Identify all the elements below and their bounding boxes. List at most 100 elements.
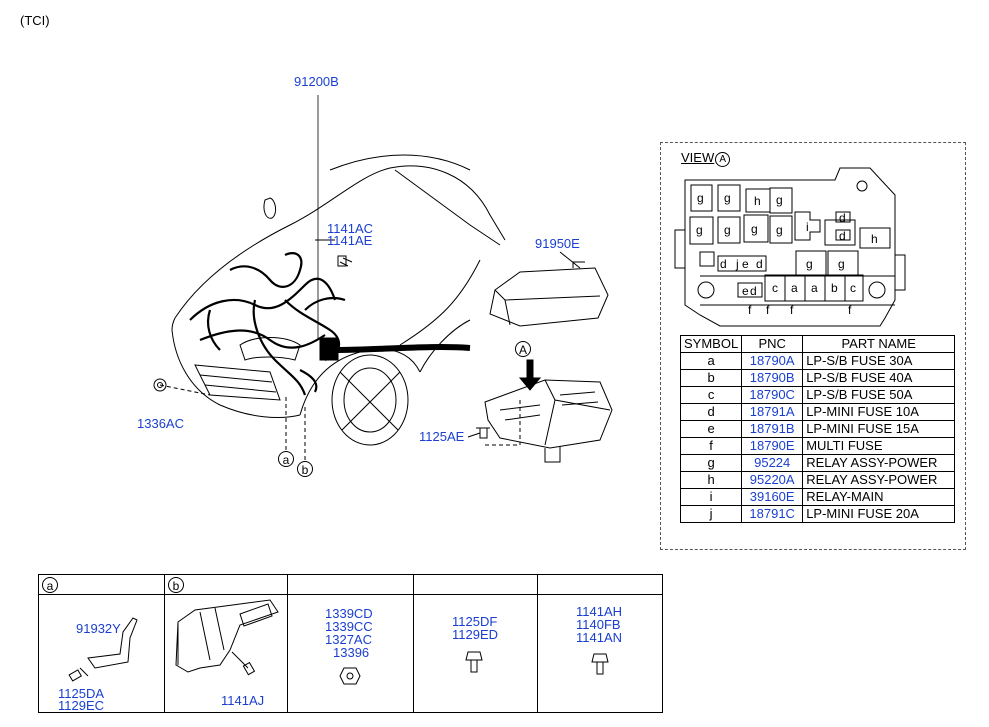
label-13396: 13396: [333, 645, 370, 660]
legend-pnc: 95220A: [741, 471, 804, 489]
svg-text:h: h: [871, 232, 878, 246]
svg-text:g: g: [776, 193, 783, 207]
svg-text:c: c: [850, 281, 856, 295]
parts-cell-5: [538, 575, 662, 712]
label-91200b: 91200B: [294, 74, 339, 89]
legend-pnc: 18790E: [741, 437, 804, 455]
legend-symbol: i: [679, 488, 743, 506]
legend-symbol: h: [679, 471, 743, 489]
label-1141ah: 1141AH: [576, 604, 623, 619]
label-91932y: 91932Y: [76, 621, 121, 636]
label-1339cd: 1339CD: [325, 606, 373, 621]
svg-text:d: d: [839, 229, 846, 243]
car-mirror: [263, 197, 277, 219]
car-wheel: [331, 354, 409, 446]
parts-cell-3: [288, 575, 414, 712]
legend-part-name: RELAY ASSY-POWER: [802, 471, 956, 489]
legend-pnc: 18791A: [741, 403, 804, 421]
svg-text:d: d: [839, 211, 846, 225]
legend-part-name: LP-MINI FUSE 15A: [802, 420, 956, 438]
harness-wire: [189, 277, 337, 321]
body-panel: [175, 599, 279, 673]
fuse-box-body: [484, 379, 613, 449]
legend-part-name: RELAY-MAIN: [802, 488, 956, 506]
legend-part-name: LP-S/B FUSE 30A: [802, 352, 956, 370]
label-1141ae: 1141AE: [327, 233, 373, 248]
legend-pnc: 18790A: [741, 352, 804, 370]
header-part-name: PART NAME: [802, 335, 956, 353]
svg-text:d: d: [756, 257, 763, 271]
svg-text:g: g: [724, 223, 731, 237]
car-roof-line: [329, 154, 471, 171]
legend-symbol: a: [679, 352, 743, 370]
legend-pnc: 39160E: [741, 488, 804, 506]
legend-symbol: e: [679, 420, 743, 438]
svg-text:j: j: [735, 257, 739, 271]
svg-text:g: g: [724, 191, 731, 205]
svg-text:f: f: [848, 303, 852, 317]
ref-circle-a: a: [278, 451, 294, 467]
legend-header-row: SYMBOL PNC PART NAME: [679, 335, 956, 353]
harness-lead: [337, 344, 471, 353]
car-hood-outline: [174, 165, 506, 319]
svg-text:f: f: [748, 303, 752, 317]
bracket-91932y: [87, 617, 138, 669]
ref-circle-b: b: [297, 461, 313, 477]
svg-text:d: d: [750, 284, 757, 298]
label-1327ac: 1327AC: [325, 632, 372, 647]
label-1141aj: 1141AJ: [221, 693, 265, 708]
legend-symbol: j: [679, 505, 743, 523]
label-1129ed: 1129ED: [452, 627, 499, 642]
view-fuse-box-outline: [684, 167, 896, 327]
legend-pnc: 18791B: [741, 420, 804, 438]
harness-connector: [319, 337, 339, 361]
car-windshield: [394, 169, 501, 246]
svg-text:a: a: [811, 281, 818, 295]
label-1125df: 1125DF: [452, 614, 498, 629]
view-a-marker: A: [515, 341, 531, 357]
cell-circle-b: b: [168, 577, 184, 593]
parts-cell-b: b: [165, 575, 288, 712]
view-title-circle: A: [715, 152, 731, 167]
label-91950e: 91950E: [535, 236, 580, 251]
label-1125ae: 1125AE: [419, 429, 465, 444]
svg-text:e: e: [742, 284, 749, 298]
legend-pnc: 95224: [741, 454, 804, 472]
model-code: (TCI): [20, 13, 50, 28]
label-1125da: 1125DA: [58, 686, 105, 701]
legend-pnc: 18790B: [741, 369, 804, 387]
car-side-line: [399, 259, 481, 346]
label-1339cc: 1339CC: [325, 619, 373, 634]
bolt-1125df: [465, 651, 483, 661]
cell-circle-a: a: [42, 577, 58, 593]
label-1140fb: 1140FB: [576, 617, 621, 632]
svg-text:h: h: [754, 194, 761, 208]
label-1336ac: 1336AC: [137, 416, 184, 431]
svg-text:b: b: [831, 281, 838, 295]
bolt-1141ah: [591, 653, 609, 663]
legend-part-name: LP-S/B FUSE 40A: [802, 369, 956, 387]
legend-part-name: LP-MINI FUSE 20A: [802, 505, 956, 523]
legend-symbol: d: [679, 403, 743, 421]
legend-symbol: g: [679, 454, 743, 472]
fuse-box-cover: [489, 267, 609, 327]
svg-text:d: d: [720, 257, 727, 271]
label-1141ac: 1141AC: [327, 221, 374, 236]
legend-pnc: 18790C: [741, 386, 804, 404]
legend-part-name: RELAY ASSY-POWER: [802, 454, 956, 472]
nut-13396: [339, 667, 361, 685]
svg-text:g: g: [697, 191, 704, 205]
svg-text:f: f: [766, 303, 770, 317]
